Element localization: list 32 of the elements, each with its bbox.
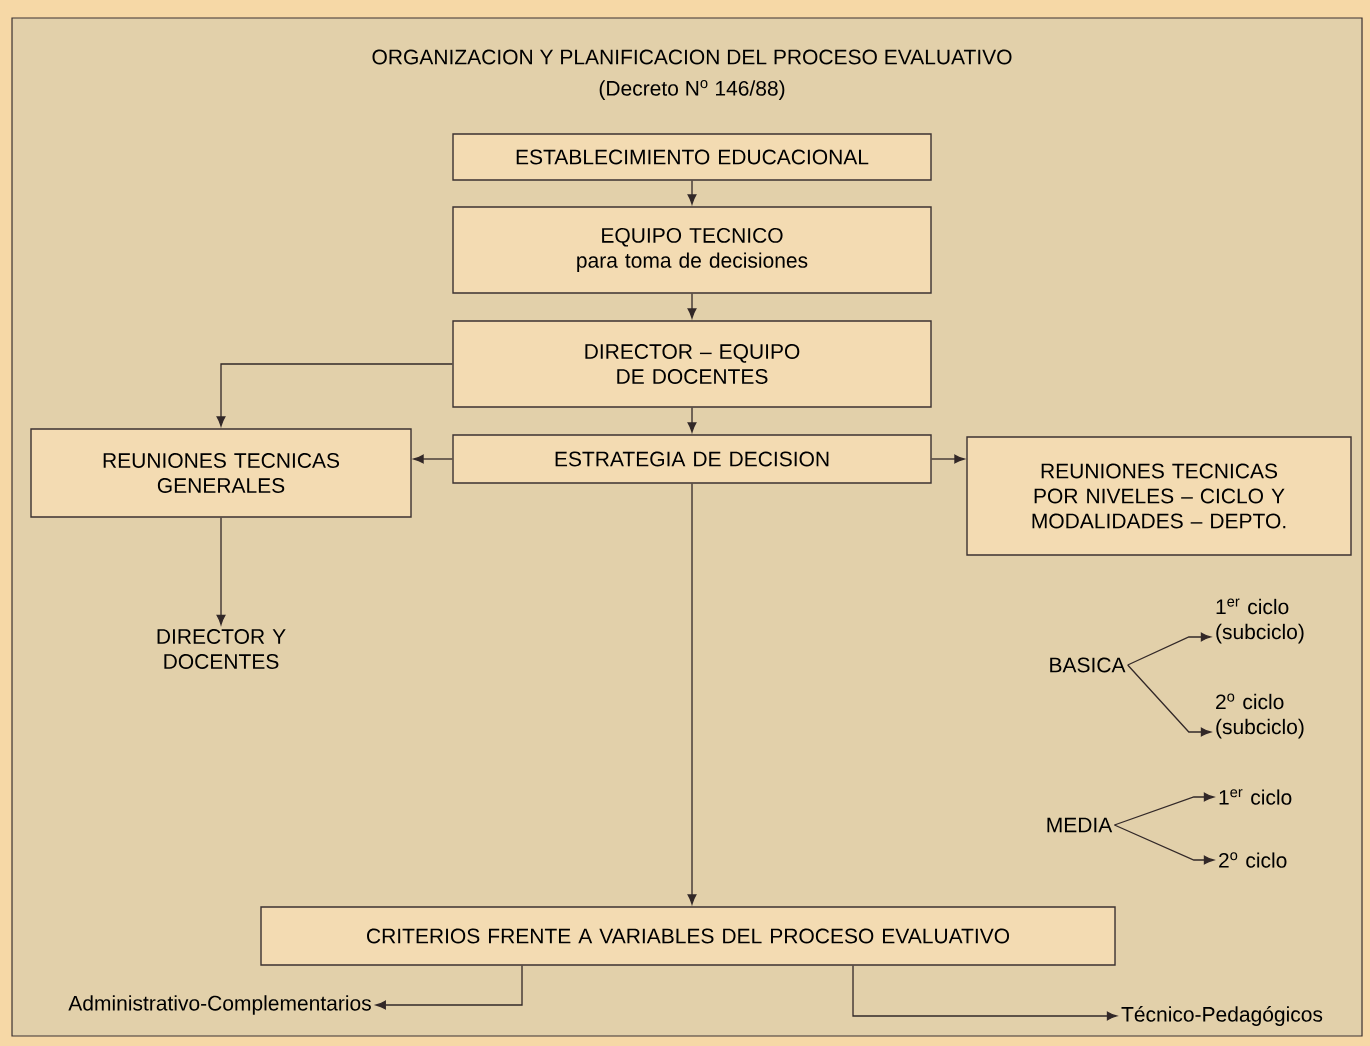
arrow xyxy=(375,965,523,1010)
text-label: Administrativo-Complementarios xyxy=(68,995,371,1015)
process-box: REUNIONES TECNICAS POR NIVELES – CICLO Y MODALIDADES – DEPTO. xyxy=(966,436,1352,556)
arrow xyxy=(1127,664,1212,737)
arrow xyxy=(687,293,697,319)
arrow xyxy=(1113,792,1215,826)
text-label: MEDIA xyxy=(1047,817,1113,833)
arrow xyxy=(413,454,453,464)
process-box: EQUIPO TECNICO para toma de decisiones xyxy=(452,206,932,294)
text-label: 1$^{er}$ ciclo (subciclo) xyxy=(1216,598,1304,644)
title: ORGANIZACION Y PLANIFICACION DEL PROCESO EVALUATIVO xyxy=(372,49,1012,65)
arrow xyxy=(931,454,965,464)
text-label: 2$^{o}$ ciclo (subciclo) xyxy=(1216,693,1304,739)
arrow xyxy=(1127,632,1212,666)
process-box: ESTRATEGIA DE DECISION xyxy=(452,434,932,484)
arrow xyxy=(216,363,453,427)
process-box: ESTABLECIMIENTO EDUCACIONAL xyxy=(452,133,932,181)
arrow xyxy=(687,483,697,905)
text-label: 1$^{er}$ ciclo xyxy=(1219,789,1292,805)
text-label: Técnico-Pedagógicos xyxy=(1121,1006,1323,1026)
process-box: CRITERIOS FRENTE A VARIABLES DEL PROCESO EVALUATIVO xyxy=(260,906,1116,966)
process-box: DIRECTOR – EQUIPO DE DOCENTES xyxy=(452,320,932,408)
text-label: 2$^{o}$ ciclo xyxy=(1219,852,1287,868)
arrow xyxy=(1113,824,1215,865)
arrow xyxy=(687,180,697,205)
text-label: BASICA xyxy=(1050,657,1126,673)
arrow xyxy=(852,965,1118,1021)
arrow xyxy=(687,407,697,433)
process-box: REUNIONES TECNICAS GENERALES xyxy=(30,428,412,518)
text-label: DIRECTOR Y DOCENTES xyxy=(157,629,286,669)
subtitle: (Decreto N$^{o}$ 146/88) xyxy=(599,80,785,100)
arrow xyxy=(216,517,226,626)
